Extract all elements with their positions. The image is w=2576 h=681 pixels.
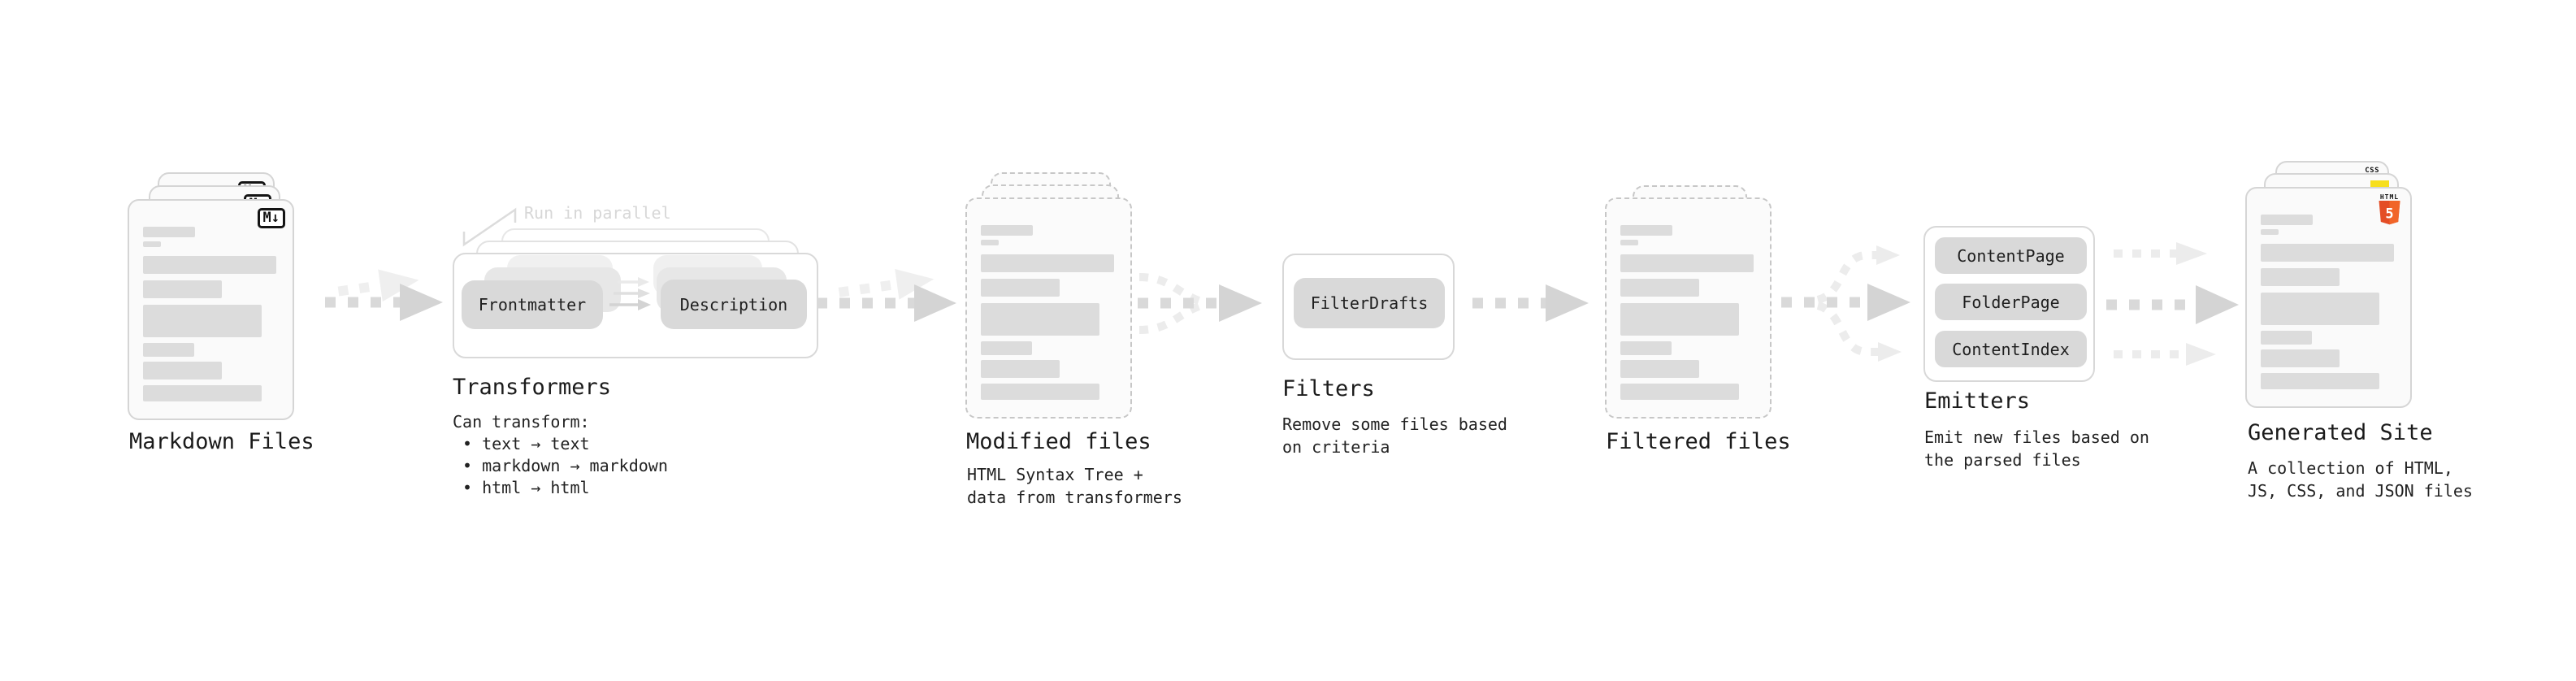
text-line-bar (1620, 303, 1739, 336)
stage-label-transformers: Transformers (453, 375, 612, 400)
emitters-desc-line: Emit new files based on (1924, 427, 2149, 447)
html5-number: 5 (2385, 206, 2393, 223)
text-line-bar (1620, 240, 1638, 245)
transformers-desc-title: Can transform: (453, 412, 590, 432)
arrows-emitters-to-generated (2106, 242, 2239, 366)
text-line-bar (1620, 279, 1699, 297)
text-line-bar (2261, 229, 2279, 235)
arrow-merge-modified-to-filters (1138, 273, 1262, 334)
content-page-pill: ContentPage (1935, 237, 2087, 274)
text-line-bar (981, 384, 1099, 400)
filtered-file-card-front (1605, 197, 1772, 419)
arrow-filters-to-filtered (1472, 284, 1589, 322)
doc-text-lines (2247, 189, 2410, 406)
arrow-markdown-to-transformers (325, 269, 443, 321)
text-line-bar (1620, 225, 1672, 236)
markdown-file-card-front: M↓ (128, 199, 294, 420)
generated-desc-line: A collection of HTML, (2248, 458, 2453, 478)
run-in-parallel-note: Run in parallel (524, 203, 671, 223)
css-icon-label: CSS (2365, 167, 2379, 175)
stage-label-generated-site: Generated Site (2248, 420, 2433, 445)
html5-icon: HTML 5 (2379, 193, 2400, 228)
text-line-bar (143, 385, 262, 401)
text-line-bar (1620, 360, 1699, 378)
filters-desc-line: on criteria (1282, 437, 1390, 457)
filters-desc-line: Remove some files based (1282, 414, 1507, 434)
html5-shield: 5 (2379, 201, 2400, 225)
modified-desc-line: data from transformers (967, 488, 1182, 507)
text-line-bar (981, 240, 999, 245)
filter-drafts-pill: FilterDrafts (1294, 278, 1445, 328)
text-line-bar (143, 343, 194, 357)
text-line-bar (1620, 384, 1739, 400)
text-line-bar (143, 305, 262, 337)
text-line-bar (143, 280, 222, 298)
arrow-transformers-to-modified (817, 268, 956, 322)
modified-desc-line: HTML Syntax Tree + (967, 465, 1143, 484)
emitters-desc-line: the parsed files (1924, 450, 2081, 470)
transformers-bullet: • markdown → markdown (462, 456, 668, 475)
text-line-bar (143, 241, 161, 247)
modified-files-description: HTML Syntax Tree + data from transformer… (967, 463, 1182, 509)
transformers-bullet: • html → html (462, 478, 590, 497)
doc-text-lines (1607, 199, 1770, 417)
text-line-bar (2261, 268, 2340, 286)
generated-site-description: A collection of HTML, JS, CSS, and JSON … (2248, 457, 2473, 502)
text-line-bar (1620, 341, 1672, 355)
generated-desc-line: JS, CSS, and JSON files (2248, 481, 2473, 501)
stage-label-emitters: Emitters (1924, 388, 2031, 414)
text-line-bar (143, 227, 195, 237)
transformers-description: Can transform: • text → text • markdown … (453, 411, 668, 499)
text-line-bar (1620, 254, 1754, 272)
text-line-bar (2261, 293, 2379, 325)
text-line-bar (981, 360, 1060, 378)
frontmatter-pill: Frontmatter (462, 280, 603, 329)
generated-file-card-html: HTML 5 (2245, 187, 2412, 408)
filters-description: Remove some files based on criteria (1282, 413, 1507, 458)
text-line-bar (2261, 373, 2379, 389)
arrow-fanout-filtered-to-emitters (1781, 245, 1910, 362)
doc-text-lines (967, 199, 1130, 417)
stage-label-filters: Filters (1282, 376, 1375, 401)
text-line-bar (2261, 215, 2313, 225)
content-index-pill: ContentIndex (1935, 331, 2087, 367)
text-line-bar (143, 256, 276, 274)
text-line-bar (981, 303, 1099, 336)
doc-text-lines (129, 201, 293, 419)
text-line-bar (2261, 349, 2340, 367)
text-line-bar (143, 362, 222, 380)
text-line-bar (2261, 331, 2312, 345)
text-line-bar (2261, 244, 2394, 262)
stage-label-modified-files: Modified files (966, 429, 1151, 454)
modified-file-card-front (965, 197, 1132, 419)
transformers-bullet: • text → text (462, 434, 590, 453)
markdown-icon: M↓ (257, 208, 285, 228)
description-pill: Description (661, 280, 807, 329)
text-line-bar (981, 279, 1060, 297)
html5-icon-word: HTML (2379, 193, 2400, 201)
folder-page-pill: FolderPage (1935, 284, 2087, 320)
stage-label-filtered-files: Filtered files (1606, 429, 1791, 454)
text-line-bar (981, 225, 1033, 236)
text-line-bar (981, 254, 1114, 272)
stage-label-markdown-files: Markdown Files (129, 429, 314, 454)
emitters-description: Emit new files based on the parsed files (1924, 426, 2149, 471)
text-line-bar (981, 341, 1032, 355)
